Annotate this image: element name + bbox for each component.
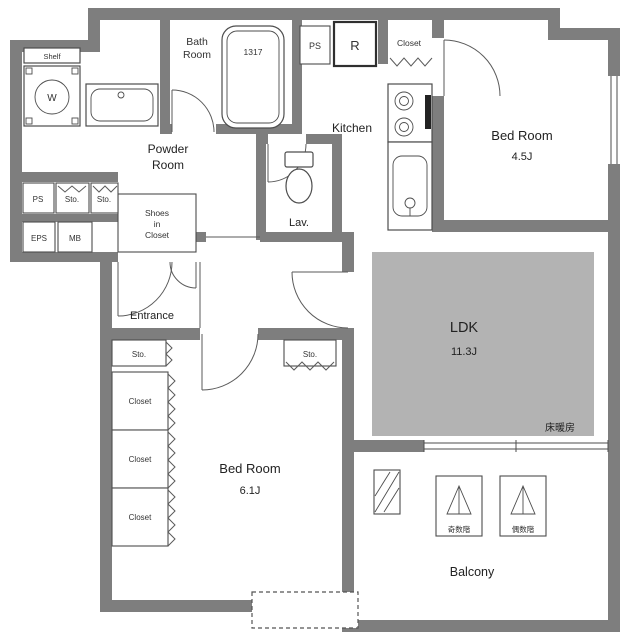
escape-hatch-dashed [251,591,359,629]
storage-boxes [22,20,378,547]
stairs-even-box [499,475,547,537]
balcony-hatch-box [373,469,401,515]
folding-doors [57,57,433,547]
eps-box [22,221,56,253]
kitchen-sink [387,141,433,231]
bath-room-label-1: Bath [186,36,208,48]
sto-d-label: Sto. [303,350,317,359]
closet3-label: Closet [129,513,152,522]
entrance-label: Entrance [130,310,174,322]
bedroom1-size-label: 4.5J [512,151,533,163]
ldk-door-arc [291,271,349,329]
door-arcs [117,39,501,391]
bath-door-arc [171,89,215,133]
washer-label: W [47,93,57,104]
powder-room-label-2: Room [152,158,184,172]
tub-size-label: 1317 [244,47,263,57]
stairs-even-label: 偶数階 [512,524,535,534]
closet2-label: Closet [129,455,152,464]
shoes-closet-label-3: Closet [145,230,170,240]
ps-top-label: PS [309,41,321,51]
sto-c-label: Sto. [132,350,146,359]
shoes-closet-box [117,193,197,253]
closet2-box [111,429,169,489]
shoes-closet-label-1: Shoes [145,208,169,218]
entrance-door-arc-main [117,261,173,317]
kitchen-label: Kitchen [332,121,372,135]
sto-c-box [111,339,167,367]
mb-box [57,221,93,253]
closet1-label: Closet [129,397,152,406]
closet-top-label: Closet [397,38,422,48]
powder-room-label-1: Powder [148,142,189,156]
bath-room-label-2: Room [183,49,211,61]
ps-left-label: PS [33,195,44,204]
floor-heating-label: 床暖房 [545,421,575,434]
bathtub [221,25,285,129]
bedroom1-door-arc [443,39,501,97]
ldk-name-label: LDK [450,320,479,336]
entrance-door-arc-child [169,261,197,289]
ps-left-box [22,182,55,214]
shelf-label: Shelf [43,52,61,61]
sto-a-label: Sto. [65,195,79,204]
mb-label: MB [69,234,81,243]
sto-d-box [283,339,337,367]
ldk-size-label: 11.3J [451,346,477,358]
floor-heating-area [372,252,594,436]
washing-machine [23,65,81,127]
shelf-box [23,47,81,64]
window-ldk-balcony [423,440,609,452]
eps-label: EPS [31,234,47,243]
shoes-closet-label-2: in [154,219,161,229]
lav-label: Lav. [289,217,309,229]
balcony-label: Balcony [450,565,495,579]
stairs-odd-box [435,475,483,537]
fridge-box [332,20,378,68]
sto-b-label: Sto. [97,195,111,204]
fridge-label: R [350,38,359,53]
vanity-sink [85,83,159,127]
kitchen-stove [387,83,433,143]
bedroom2-door-arc [201,333,259,391]
window-bedroom1 [608,76,620,164]
toilet [284,151,314,204]
ps-top-box [299,25,331,65]
bedroom2-size-label: 6.1J [240,485,261,497]
bedroom2-name-label: Bed Room [219,461,280,476]
closet3-box [111,487,169,547]
stairs-odd-label: 奇数階 [448,524,471,534]
bedroom1-name-label: Bed Room [491,128,552,143]
